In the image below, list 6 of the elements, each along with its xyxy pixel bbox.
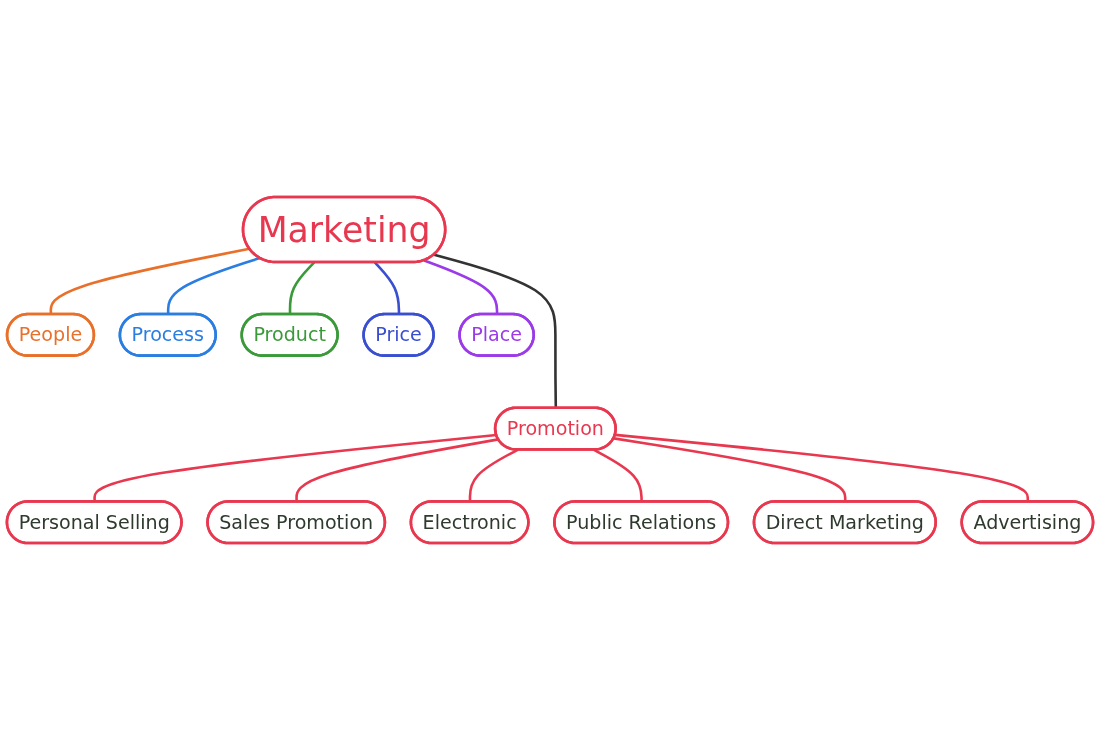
connector bbox=[166, 256, 261, 314]
connector bbox=[433, 253, 558, 408]
connector bbox=[373, 261, 401, 314]
connector bbox=[49, 247, 250, 314]
connector bbox=[288, 261, 316, 314]
connector bbox=[423, 258, 499, 314]
